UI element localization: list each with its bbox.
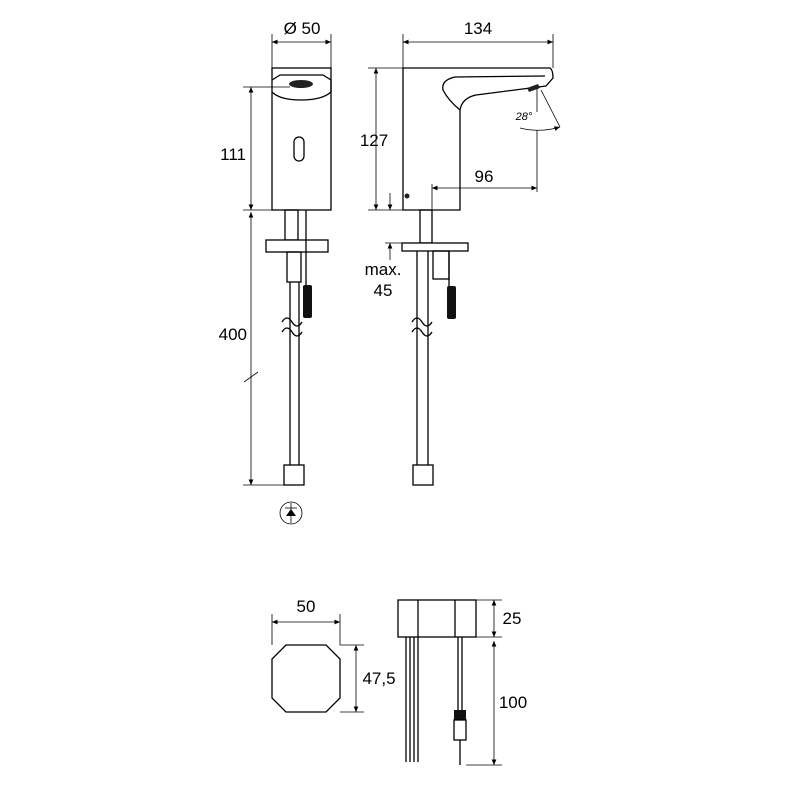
mounting-plate-side	[401, 242, 469, 252]
control-box-top-view: 50 47,5	[271, 597, 396, 713]
cable-connector	[454, 710, 466, 720]
sensor-head	[271, 74, 332, 101]
box-outline	[271, 644, 341, 713]
check-valve-symbol-icon	[279, 501, 303, 525]
faucet-body-front	[271, 67, 332, 211]
hose-nut	[283, 464, 305, 486]
dim-diameter: Ø 50	[284, 19, 321, 38]
connector-body	[453, 719, 467, 741]
dim-height-side: 127	[360, 131, 388, 150]
shank	[284, 209, 299, 241]
connector	[286, 251, 302, 283]
dim-box-width: 50	[297, 597, 316, 616]
spout	[442, 75, 546, 111]
break-mark	[281, 317, 303, 337]
dim-box-depth: 47,5	[362, 669, 395, 688]
box-side	[397, 599, 477, 638]
shank-side	[419, 209, 433, 244]
aerator	[289, 80, 313, 88]
indicator-led	[404, 193, 410, 199]
front-view: Ø 50 111 400	[219, 19, 332, 525]
side-view: 134 127 96 28° max. 45	[360, 19, 561, 486]
faucet-body-side	[402, 67, 554, 211]
spout-outlet	[527, 84, 540, 92]
control-box-side-view: 25 100	[397, 599, 527, 766]
sensor-window	[293, 136, 305, 162]
dim-height-front: 111	[220, 145, 246, 164]
dim-max-label: max.	[365, 260, 402, 279]
dim-max-value: 45	[374, 281, 393, 300]
connector-side	[432, 250, 450, 280]
dim-length: 134	[464, 19, 492, 38]
cable-plug	[303, 285, 312, 318]
dim-hose-length: 400	[219, 325, 247, 344]
dim-reach: 96	[475, 167, 494, 186]
cable-plug-side	[447, 286, 456, 319]
mounting-plate	[265, 239, 329, 253]
dim-box-height: 25	[503, 609, 522, 628]
dim-angle: 28°	[515, 111, 533, 123]
dim-cable-length: 100	[499, 693, 527, 712]
